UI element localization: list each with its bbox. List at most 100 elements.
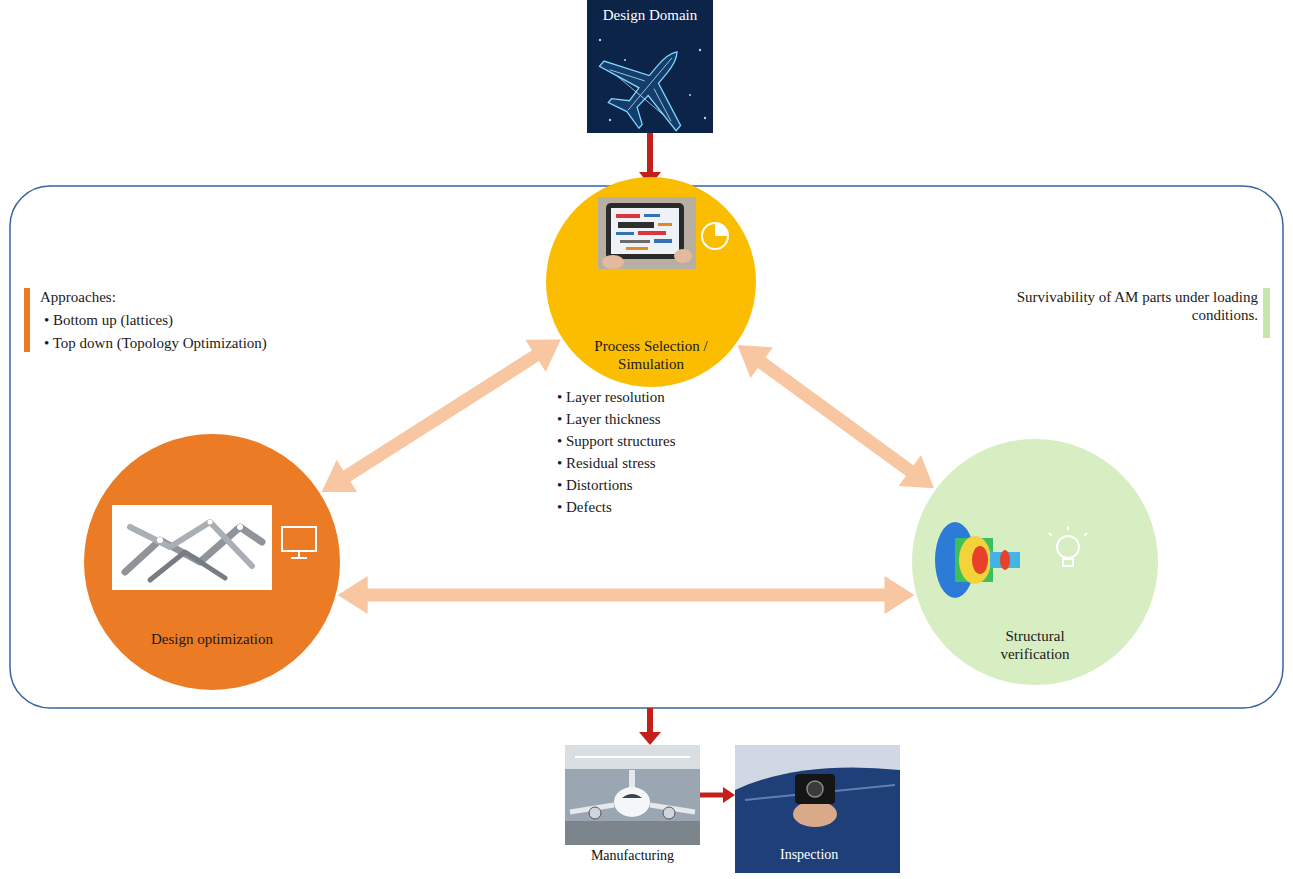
tablet-photo bbox=[620, 240, 650, 243]
tablet-photo bbox=[611, 208, 679, 254]
inspection-photo bbox=[735, 745, 900, 873]
lightbulb-icon bbox=[1067, 526, 1069, 530]
bullet-item: • Defects bbox=[557, 498, 727, 516]
label-slot: Approaches: bbox=[40, 288, 340, 306]
monitor-icon bbox=[282, 527, 316, 558]
tablet-photo bbox=[616, 232, 634, 235]
note-heading: Approaches: bbox=[40, 288, 340, 306]
arrow-head bbox=[338, 576, 368, 614]
tablet-photo bbox=[606, 203, 684, 259]
note-text: Survivability of AM parts under loading … bbox=[988, 288, 1258, 324]
arrow-head bbox=[525, 340, 561, 372]
lattice-photo bbox=[130, 522, 252, 566]
hangar-photo bbox=[589, 807, 601, 819]
lightbulb-icon bbox=[1084, 533, 1087, 536]
label-slot: • Layer resolution bbox=[557, 388, 727, 406]
airplane-illustration bbox=[689, 94, 691, 96]
circle-fill bbox=[84, 434, 340, 690]
down-arrow bbox=[647, 708, 653, 733]
lattice-photo bbox=[157, 537, 163, 543]
airplane-illustration bbox=[624, 59, 626, 61]
bullet-item: • Bottom up (lattices) bbox=[44, 311, 364, 329]
arrow-shaft bbox=[761, 362, 911, 471]
arrow-shaft bbox=[367, 589, 886, 602]
lightbulb-icon bbox=[1049, 533, 1052, 536]
airplane-illustration bbox=[704, 117, 706, 119]
tablet-photo bbox=[674, 249, 692, 263]
orange-bar bbox=[24, 288, 30, 352]
hangar-photo bbox=[565, 821, 700, 845]
node-label: Structural verification bbox=[980, 627, 1090, 663]
hangar-photo bbox=[565, 745, 700, 769]
lattice-photo bbox=[112, 505, 272, 590]
circle-fill bbox=[546, 177, 756, 387]
double-arrow bbox=[338, 576, 915, 614]
arrow-head bbox=[723, 787, 735, 803]
inspection-photo bbox=[807, 781, 823, 797]
tablet-photo bbox=[626, 247, 648, 250]
double-arrow bbox=[322, 340, 561, 493]
process-container bbox=[10, 186, 1283, 708]
arrow-head bbox=[322, 460, 358, 492]
down-arrow bbox=[647, 133, 653, 173]
lattice-photo bbox=[150, 552, 225, 580]
monitor-icon bbox=[298, 551, 300, 557]
lattice-photo bbox=[237, 524, 243, 530]
turbine-simulation bbox=[1000, 550, 1010, 570]
label-slot: • Defects bbox=[557, 498, 727, 516]
tablet-photo bbox=[658, 223, 672, 226]
airplane-illustration bbox=[609, 119, 611, 121]
bullet-item: • Distortions bbox=[557, 476, 727, 494]
tablet-photo bbox=[616, 214, 640, 218]
pie-chart-icon bbox=[702, 223, 728, 249]
hangar-photo bbox=[575, 756, 690, 758]
down-arrow bbox=[639, 732, 661, 745]
bullet-item: • Top down (Topology Optimization) bbox=[44, 334, 404, 352]
label-slot: • Support structures bbox=[557, 432, 727, 450]
arrow-head bbox=[737, 345, 772, 378]
airplane-illustration bbox=[699, 49, 701, 51]
hangar-photo bbox=[663, 807, 675, 819]
monitor-icon bbox=[291, 557, 307, 559]
monitor-icon bbox=[282, 527, 316, 551]
lattice-photo bbox=[208, 520, 213, 525]
airplane-illustration bbox=[598, 32, 703, 136]
arrow-shaft bbox=[346, 355, 536, 476]
node-label: Process Selection / Simulation bbox=[581, 337, 721, 373]
hangar-photo bbox=[614, 787, 650, 817]
label-slot: • Distortions bbox=[557, 476, 727, 494]
green-bar bbox=[1263, 288, 1270, 338]
inspection-photo bbox=[735, 745, 900, 873]
label-slot: • Layer thickness bbox=[557, 410, 727, 428]
arrow-head bbox=[899, 455, 934, 488]
lightbulb-icon bbox=[1057, 536, 1079, 558]
turbine-simulation bbox=[935, 522, 1020, 598]
tablet-photo bbox=[602, 255, 624, 269]
tablet-photo bbox=[618, 222, 654, 228]
label-slot: • Residual stress bbox=[557, 454, 727, 472]
tablet-photo bbox=[644, 214, 660, 217]
tablet-photo bbox=[654, 239, 672, 243]
tablet-photo bbox=[598, 197, 696, 269]
pie-chart-icon bbox=[702, 223, 728, 249]
hangar-photo bbox=[565, 745, 700, 845]
bullet-item: • Support structures bbox=[557, 432, 727, 450]
hangar-photo bbox=[565, 745, 700, 845]
down-arrow bbox=[639, 708, 661, 745]
label-slot: • Top down (Topology Optimization) bbox=[44, 334, 404, 352]
circle-fill bbox=[912, 439, 1158, 685]
flow-arrow bbox=[700, 787, 735, 803]
tablet-photo bbox=[638, 231, 666, 235]
inspection-photo bbox=[795, 774, 835, 804]
lattice-photo bbox=[112, 505, 272, 590]
airplane-illustration bbox=[585, 20, 715, 148]
airplane-illustration bbox=[585, 20, 715, 148]
arrow-head bbox=[885, 576, 915, 614]
bullet-item: • Residual stress bbox=[557, 454, 727, 472]
arrow-shaft bbox=[700, 793, 724, 798]
tablet-photo bbox=[598, 197, 696, 269]
node-label: Design optimization bbox=[117, 630, 307, 648]
double-arrow bbox=[737, 345, 934, 488]
bullet-item: • Layer thickness bbox=[557, 410, 727, 428]
